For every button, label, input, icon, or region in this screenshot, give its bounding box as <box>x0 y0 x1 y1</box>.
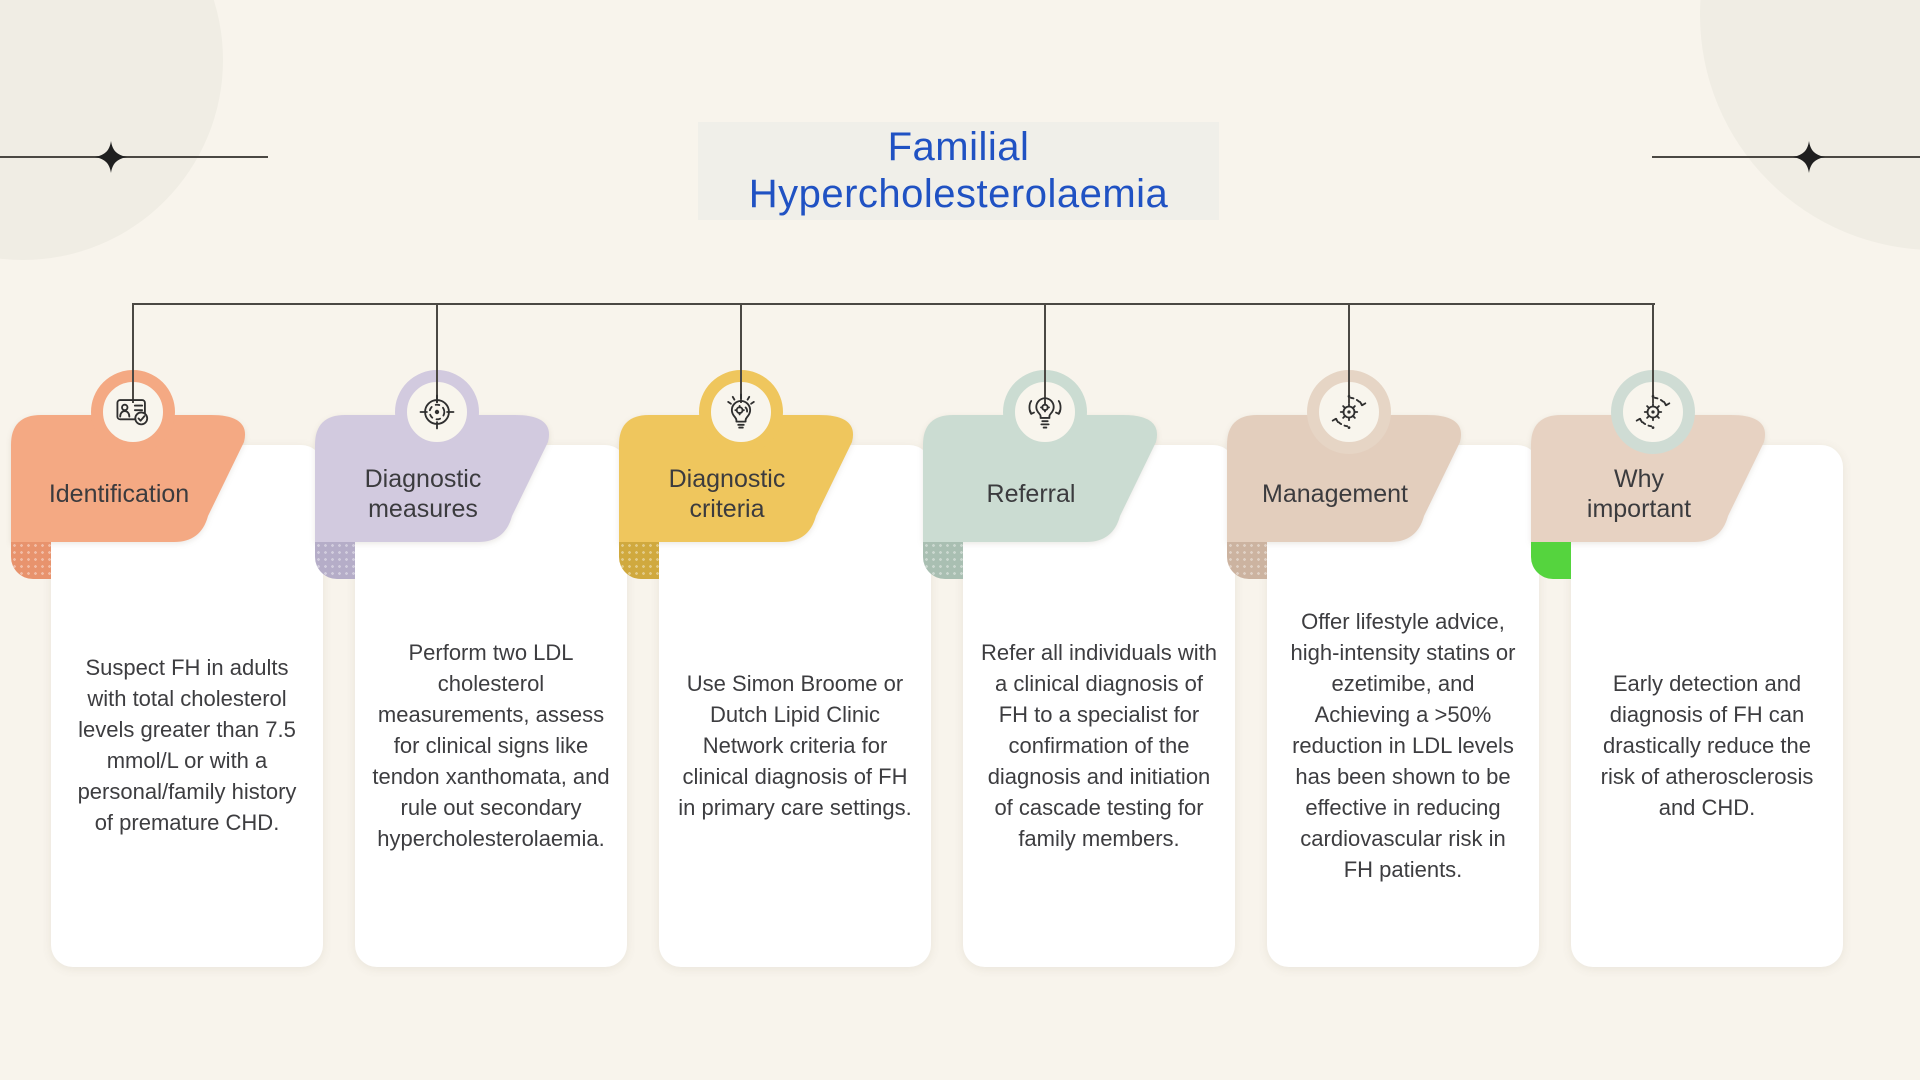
card-header-ribbon <box>1227 415 1462 542</box>
card-identification: Suspect FH in adults with total choleste… <box>11 303 323 990</box>
ribbon-fold <box>1227 542 1267 579</box>
ribbon-fold <box>11 542 51 579</box>
bulb-gear-icon <box>1028 397 1062 429</box>
card-body-text: Use Simon Broome or Dutch Lipid Clinic N… <box>678 670 912 820</box>
connector-drop-line <box>1652 303 1654 403</box>
decor-line-right <box>1652 156 1920 158</box>
connector-horizontal-line <box>133 303 1655 305</box>
connector-drop-line <box>436 303 438 403</box>
card-title: Referral <box>986 480 1076 508</box>
card-header-ribbon <box>1531 415 1766 542</box>
crosshair-target-icon <box>419 394 455 430</box>
connector-drop-line <box>1348 303 1350 403</box>
card-body: Offer lifestyle advice, high-intensity s… <box>1267 445 1539 967</box>
connector-drop-line <box>740 303 742 403</box>
card-header-ribbon <box>315 415 550 542</box>
decor-line-left <box>0 156 268 158</box>
card-management: Offer lifestyle advice, high-intensity s… <box>1227 303 1539 990</box>
card-diagnostic-criteria: Use Simon Broome or Dutch Lipid Clinic N… <box>619 303 931 990</box>
ribbon-fold <box>619 542 659 579</box>
card-body-text: Suspect FH in adults with total choleste… <box>77 655 297 835</box>
card-body-text: Early detection and diagnosis of FH can … <box>1600 670 1814 820</box>
process-gears-icon <box>1331 395 1367 429</box>
ribbon-fold <box>923 542 963 579</box>
card-title: Identification <box>48 480 190 508</box>
sparkle-star-icon <box>1793 141 1825 173</box>
sparkle-star-icon <box>95 141 127 173</box>
card-title: Diagnostic criteria <box>668 465 786 523</box>
card-body-text: Perform two LDL cholesterol measurements… <box>372 639 610 851</box>
connector-drop-line <box>132 303 134 403</box>
card-header-ribbon <box>923 415 1158 542</box>
title-banner: Familial Hypercholesterolaemia <box>698 122 1219 220</box>
card-title: Why important <box>1586 465 1692 523</box>
card-diagnostic-measures: Perform two LDL cholesterol measurements… <box>315 303 627 990</box>
card-body-text: Refer all individuals with a clinical di… <box>981 639 1217 851</box>
card-title: Diagnostic measures <box>364 465 482 523</box>
card-body-text: Offer lifestyle advice, high-intensity s… <box>1290 608 1516 882</box>
card-why-important: Early detection and diagnosis of FH can … <box>1531 303 1843 990</box>
card-header-ribbon <box>11 415 246 542</box>
ribbon-fold-green <box>1531 542 1571 579</box>
decor-circle-top-left <box>0 0 223 260</box>
card-referral: Refer all individuals with a clinical di… <box>923 303 1235 990</box>
ribbon-fold <box>315 542 355 579</box>
page-title: Familial Hypercholesterolaemia <box>748 125 1169 216</box>
id-card-check-icon <box>116 399 149 426</box>
connector-drop-line <box>1044 303 1046 403</box>
decor-circle-top-right <box>1700 0 1920 250</box>
card-title: Management <box>1262 480 1408 508</box>
process-gears-icon <box>1635 395 1671 429</box>
card-header-ribbon <box>619 415 854 542</box>
creative-mind-bulb-icon <box>727 393 755 429</box>
